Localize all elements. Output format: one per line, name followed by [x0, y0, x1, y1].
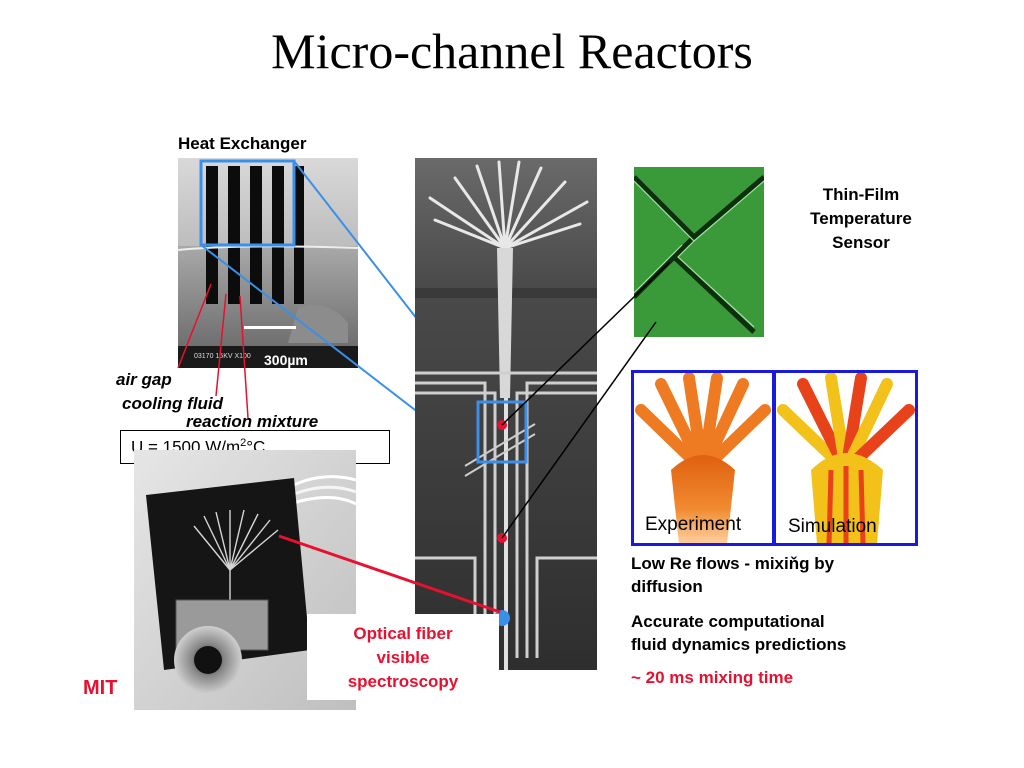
- reaction-mixture-pointer: [239, 295, 249, 419]
- note-line-5: ~ 20 ms mixing time: [631, 668, 794, 687]
- note-line-2: diffusion: [631, 577, 703, 596]
- microreactor-chip-image: [415, 158, 597, 670]
- heat-exchanger-zoom-box: [199, 159, 296, 247]
- heat-exchanger-title: Heat Exchanger: [178, 134, 307, 153]
- notes-block: Low Re flows - mixiňg by diffusion Accur…: [631, 552, 846, 689]
- optical-fiber-label: Optical fiber visible spectroscopy: [307, 614, 499, 700]
- note-line-4: fluid dynamics predictions: [631, 635, 847, 654]
- mit-label: MIT: [83, 677, 118, 699]
- sensor-label-line-2: Temperature: [810, 209, 912, 228]
- note-line-1: Low Re flows - mixiňg by: [631, 554, 835, 573]
- optical-fiber-pointer: [278, 534, 501, 614]
- thin-film-sensor-image: [634, 167, 764, 337]
- slide-title: Micro-channel Reactors: [271, 23, 753, 79]
- optical-label-line-3: spectroscopy: [347, 672, 459, 691]
- flow-comparison-panel: Experiment Simulation: [631, 370, 918, 546]
- optical-label-line-1: Optical fiber: [353, 624, 453, 643]
- simulation-label: Simulation: [788, 516, 877, 537]
- thin-film-sensor-label: Thin-Film Temperature Sensor: [796, 183, 926, 255]
- u-value-exponent: 2: [240, 437, 247, 449]
- reaction-mixture-label: reaction mixture: [186, 412, 319, 431]
- air-gap-label: air gap: [116, 370, 172, 389]
- note-line-3: Accurate computational: [631, 612, 825, 631]
- upper-sensor-pointer: [501, 261, 671, 426]
- sensor-label-line-3: Sensor: [832, 233, 890, 252]
- experiment-label: Experiment: [645, 514, 742, 535]
- chip-zoom-box: [476, 400, 528, 464]
- device-photo: [134, 450, 356, 710]
- heat-exchanger-sem-image: 03170 15KV X100 300µm: [178, 158, 358, 368]
- scale-bar-label: 300µm: [264, 352, 308, 368]
- sem-info-text: 03170 15KV X100: [194, 353, 251, 360]
- lower-sensor-pointer: [501, 321, 657, 539]
- cooling-fluid-pointer: [215, 293, 227, 397]
- optical-label-line-2: visible: [376, 648, 430, 667]
- cooling-fluid-label: cooling fluid: [122, 394, 224, 413]
- air-gap-pointer: [177, 283, 212, 369]
- sensor-label-line-1: Thin-Film: [822, 185, 900, 204]
